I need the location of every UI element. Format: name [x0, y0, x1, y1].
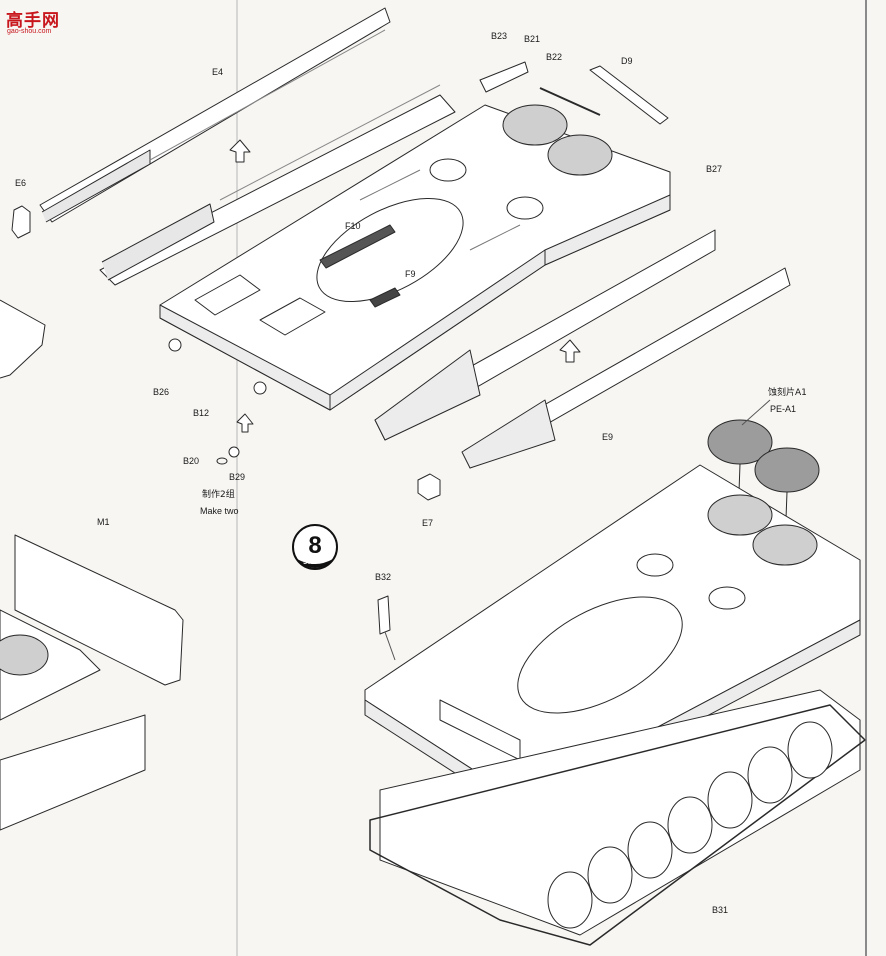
label-b32: B32: [375, 572, 392, 582]
part-e6: [11, 205, 31, 239]
label-pe: PE-A1: [770, 404, 797, 414]
label-make-two: Make two: [200, 506, 239, 516]
label-b26: B26: [153, 387, 170, 397]
part-e9-skirts: [374, 229, 791, 469]
label-b21: B21: [524, 34, 541, 44]
label-f10: F10: [345, 221, 361, 231]
tank-assembly: [364, 464, 866, 946]
part-b22: [539, 87, 601, 116]
part-e7: [417, 473, 441, 501]
label-e9: E9: [602, 432, 614, 442]
arrow-e9: [559, 339, 581, 363]
part-b20: [216, 457, 228, 465]
part-e4-rail: [39, 7, 456, 286]
step-badge: 8 STEP: [292, 524, 338, 570]
upper-hull-top: [159, 104, 671, 411]
label-b20: B20: [183, 456, 200, 466]
label-b31: B31: [712, 905, 729, 915]
label-b12: B12: [193, 408, 210, 418]
arrow-b29: [236, 413, 254, 433]
label-e6: E6: [15, 178, 27, 188]
left-hull-fragment: [0, 299, 46, 379]
label-pe-cn: 蚀刻片A1: [768, 388, 807, 398]
label-b23: B23: [491, 31, 508, 41]
road-wheels: [547, 721, 833, 929]
label-b27: B27: [706, 164, 723, 174]
lower-hull: [379, 689, 861, 936]
watermark-url: gao-shou.com: [7, 28, 52, 35]
watermark-logo: 高手网 gao-shou.com: [6, 6, 68, 36]
label-f9: F9: [405, 269, 416, 279]
label-e7: E7: [422, 518, 434, 528]
part-f9: [369, 287, 401, 308]
arrow-e4: [229, 139, 251, 163]
label-b29: B29: [229, 472, 246, 482]
watermark-logo-text: 高手网: [6, 11, 60, 31]
part-b26-b: [253, 381, 267, 395]
step-word: STEP: [303, 560, 319, 566]
part-b23: [479, 61, 529, 93]
part-b26-a: [168, 338, 182, 352]
label-make-two-cn: 制作2组: [202, 490, 235, 500]
pe-a1-discs: [707, 399, 820, 546]
left-lower-assembly: [0, 534, 184, 831]
part-b32: [377, 595, 391, 635]
label-m1: M1: [97, 517, 110, 527]
part-b29: [228, 446, 240, 458]
label-d9: D9: [621, 56, 633, 66]
part-d9: [589, 65, 669, 125]
track-run: [369, 704, 866, 946]
step-number: 8: [308, 532, 321, 559]
label-e4: E4: [212, 67, 224, 77]
label-b22: B22: [546, 52, 563, 62]
